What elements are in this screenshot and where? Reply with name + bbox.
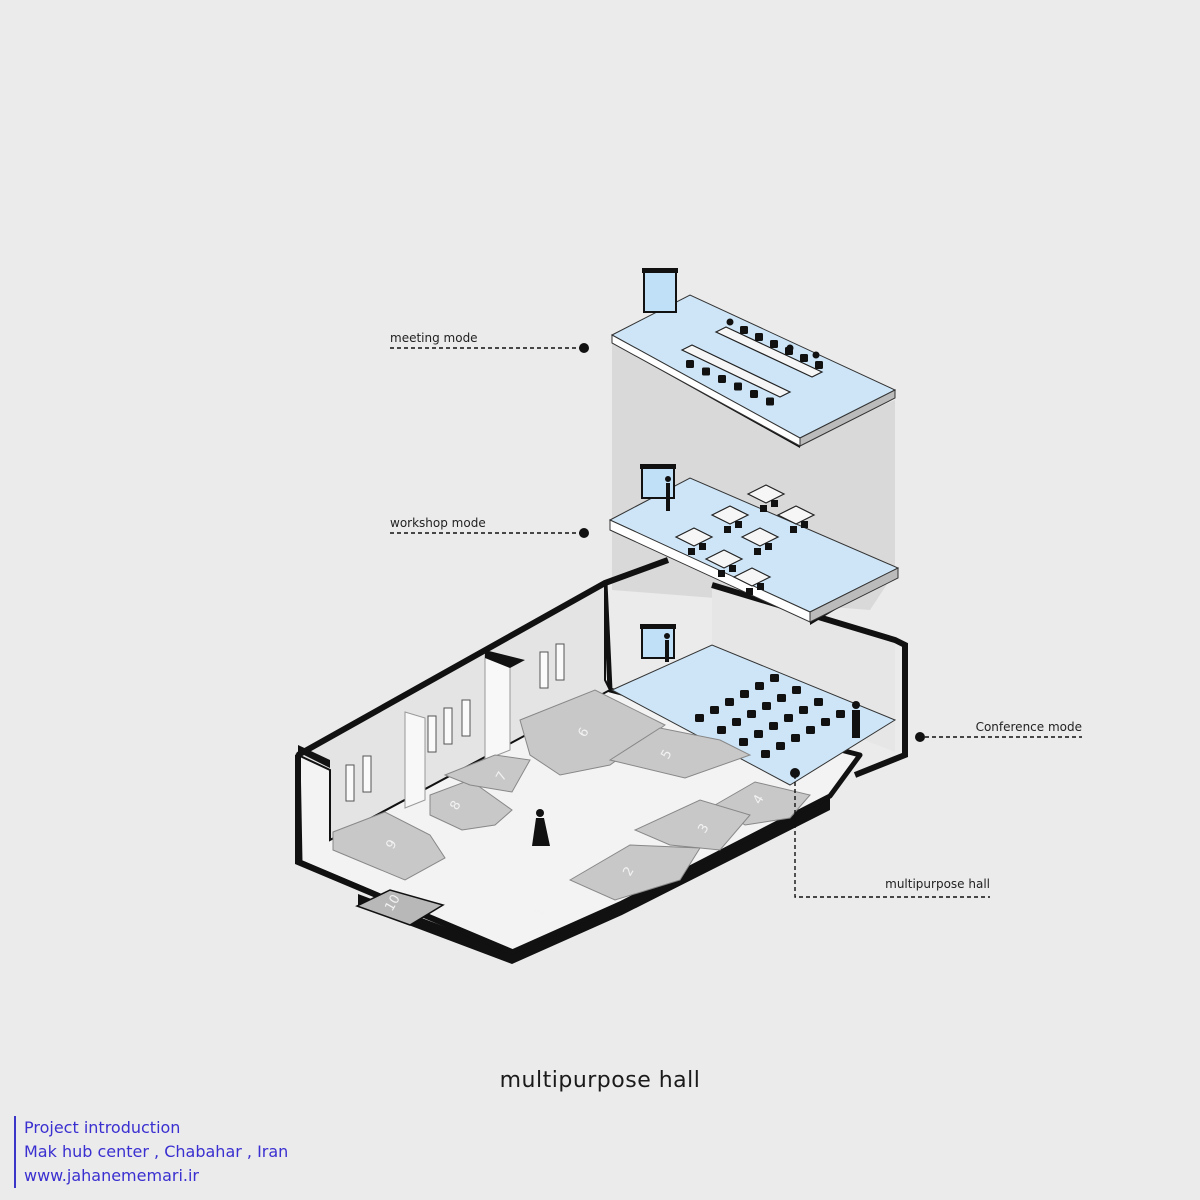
workshop-table	[704, 549, 744, 569]
workshop-chair	[735, 521, 742, 528]
conference-chair	[836, 710, 845, 718]
conference-chair	[747, 710, 756, 718]
credit-project-intro: Project introduction	[24, 1118, 181, 1137]
workshop-table	[740, 527, 780, 547]
workshop-chair	[757, 583, 764, 590]
meeting-chair	[718, 375, 726, 383]
conference-mode-label: Conference mode	[976, 720, 1082, 734]
leader-lines	[390, 347, 1082, 898]
conference-chair	[806, 726, 815, 734]
meeting-chair	[755, 333, 763, 341]
workshop-chair	[760, 505, 767, 512]
workshop-table	[674, 527, 714, 547]
conference-chair	[814, 698, 823, 706]
workshop-table	[732, 567, 772, 587]
zone-10-shape	[355, 889, 445, 926]
workshop-table	[746, 484, 786, 504]
zone-10-number: 10	[382, 892, 403, 914]
conference-chair	[732, 718, 741, 726]
credit-website[interactable]: www.jahanememari.ir	[24, 1166, 200, 1185]
leader-dots	[579, 343, 925, 778]
meeting-slab	[610, 268, 897, 448]
zone-7-shape	[443, 754, 531, 793]
conference-chair	[725, 698, 734, 706]
person-figure	[532, 809, 550, 846]
meeting-chair	[800, 354, 808, 362]
conference-chair	[784, 714, 793, 722]
workshop-chair	[718, 570, 725, 577]
workshop-chair	[754, 548, 761, 555]
diagram-caption: multipurpose hall	[499, 1068, 701, 1093]
workshop-table	[776, 505, 816, 525]
conference-chair	[762, 702, 771, 710]
conference-chair	[761, 750, 770, 758]
conference-chair	[717, 726, 726, 734]
conference-chair	[739, 738, 748, 746]
workshop-chair	[765, 543, 772, 550]
meeting-mode-label: meeting mode	[390, 331, 478, 345]
zone-6-shape	[519, 689, 666, 776]
hall-zones	[332, 689, 811, 926]
meeting-chair	[702, 367, 710, 376]
conference-chair	[799, 706, 808, 714]
workshop-slab	[608, 464, 900, 625]
conference-chair	[695, 714, 704, 722]
workshop-chair	[771, 500, 778, 507]
workshop-chair	[729, 565, 736, 572]
conference-chair	[770, 674, 779, 682]
conference-chair	[755, 682, 764, 690]
conference-chair	[710, 706, 719, 714]
conference-chair	[740, 690, 749, 698]
conference-chair	[821, 718, 830, 726]
workshop-table	[710, 505, 750, 525]
conference-chair	[776, 742, 785, 750]
presenter-figure	[852, 701, 860, 738]
workshop-chair	[801, 521, 808, 528]
conference-chair	[769, 722, 778, 730]
meeting-chair	[766, 397, 774, 406]
workshop-chair	[699, 543, 706, 550]
conference-chair	[777, 694, 786, 702]
credit-location: Mak hub center , Chabahar , Iran	[24, 1142, 289, 1161]
meeting-chair	[686, 360, 694, 368]
workshop-chair	[746, 588, 753, 595]
meeting-chair	[740, 326, 748, 334]
meeting-chair	[815, 361, 823, 369]
meeting-chair	[770, 340, 778, 348]
meeting-chair	[750, 390, 758, 398]
credits-block: Project introduction Mak hub center , Ch…	[14, 1116, 288, 1188]
zone-3-shape	[633, 799, 751, 851]
meeting-chair	[734, 382, 742, 391]
workshop-mode-label: workshop mode	[390, 516, 486, 530]
workshop-chair	[688, 548, 695, 555]
conference-seating	[695, 674, 845, 758]
conference-chair	[792, 686, 801, 694]
conference-chair	[754, 730, 763, 738]
workshop-chair	[724, 526, 731, 533]
zone-5-shape	[608, 727, 752, 779]
workshop-chair	[790, 526, 797, 533]
zone-9-shape	[332, 811, 446, 881]
zone-2-shape	[568, 844, 701, 901]
conference-chair	[791, 734, 800, 742]
conference-screen	[640, 624, 676, 662]
multipurpose-hall-label: multipurpose hall	[885, 877, 990, 891]
